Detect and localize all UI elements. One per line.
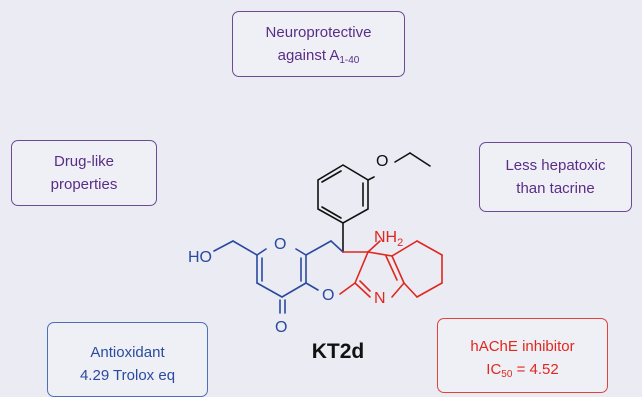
antioxidant-box: Antioxidant 4.29 Trolox eq: [47, 322, 208, 397]
aminopyridine-ring: [339, 240, 443, 298]
hache-inhibitor-box: hAChE inhibitor IC50 = 4.52: [437, 318, 608, 393]
hache-line1: hAChE inhibitor: [470, 337, 575, 355]
druglike-line2: properties: [50, 176, 118, 193]
neuroprotective-line1: Neuroprotective: [265, 24, 372, 41]
methoxy-oxygen-label: O: [376, 153, 388, 170]
neuroprotective-box: Neuroprotective against A1-40: [232, 11, 405, 77]
antioxidant-line2: 4.29 Trolox eq: [79, 366, 176, 384]
hepatotoxicity-line1: Less hepatoxic: [505, 157, 606, 174]
pyranone-ring: [213, 240, 344, 314]
carbonyl-oxygen-label: O: [275, 319, 287, 336]
amine-label: NH2: [374, 229, 403, 249]
druglike-line1: Drug-like: [53, 153, 114, 170]
pyridine-nitrogen-label: N: [374, 290, 386, 307]
neuroprotective-line2: against A1-40: [277, 47, 360, 66]
pyran-oxygen-label: O: [274, 236, 286, 253]
hydroxyl-label: HO: [188, 249, 212, 266]
hepatotoxicity-box: Less hepatoxic than tacrine: [479, 142, 632, 212]
hepatotoxicity-line2: than tacrine: [516, 180, 595, 197]
antioxidant-line1: Antioxidant: [90, 343, 165, 361]
methoxyphenyl-group: [317, 152, 431, 253]
bridge-oxygen-label: O: [322, 287, 334, 304]
compound-name: KT2d: [311, 340, 365, 363]
hache-line2: IC50 = 4.52: [486, 360, 559, 380]
druglike-box: Drug-like properties: [11, 140, 157, 206]
